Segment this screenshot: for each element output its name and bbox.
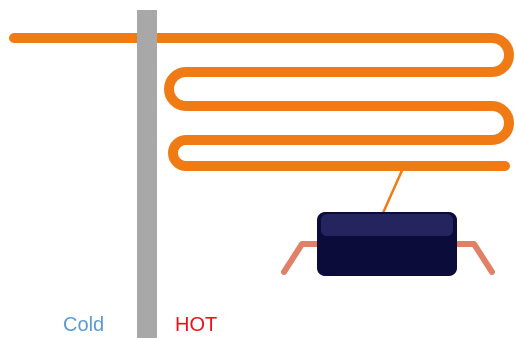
serpentine-tube bbox=[9, 33, 514, 171]
cold-side-label: Cold bbox=[63, 314, 105, 336]
chip-left-lead bbox=[281, 241, 323, 275]
chip-component bbox=[317, 212, 457, 276]
divider-wall bbox=[137, 10, 157, 338]
chip-right-lead bbox=[449, 241, 495, 275]
sensor-lead-wire bbox=[381, 164, 406, 215]
hot-side-label: HOT bbox=[175, 314, 218, 336]
